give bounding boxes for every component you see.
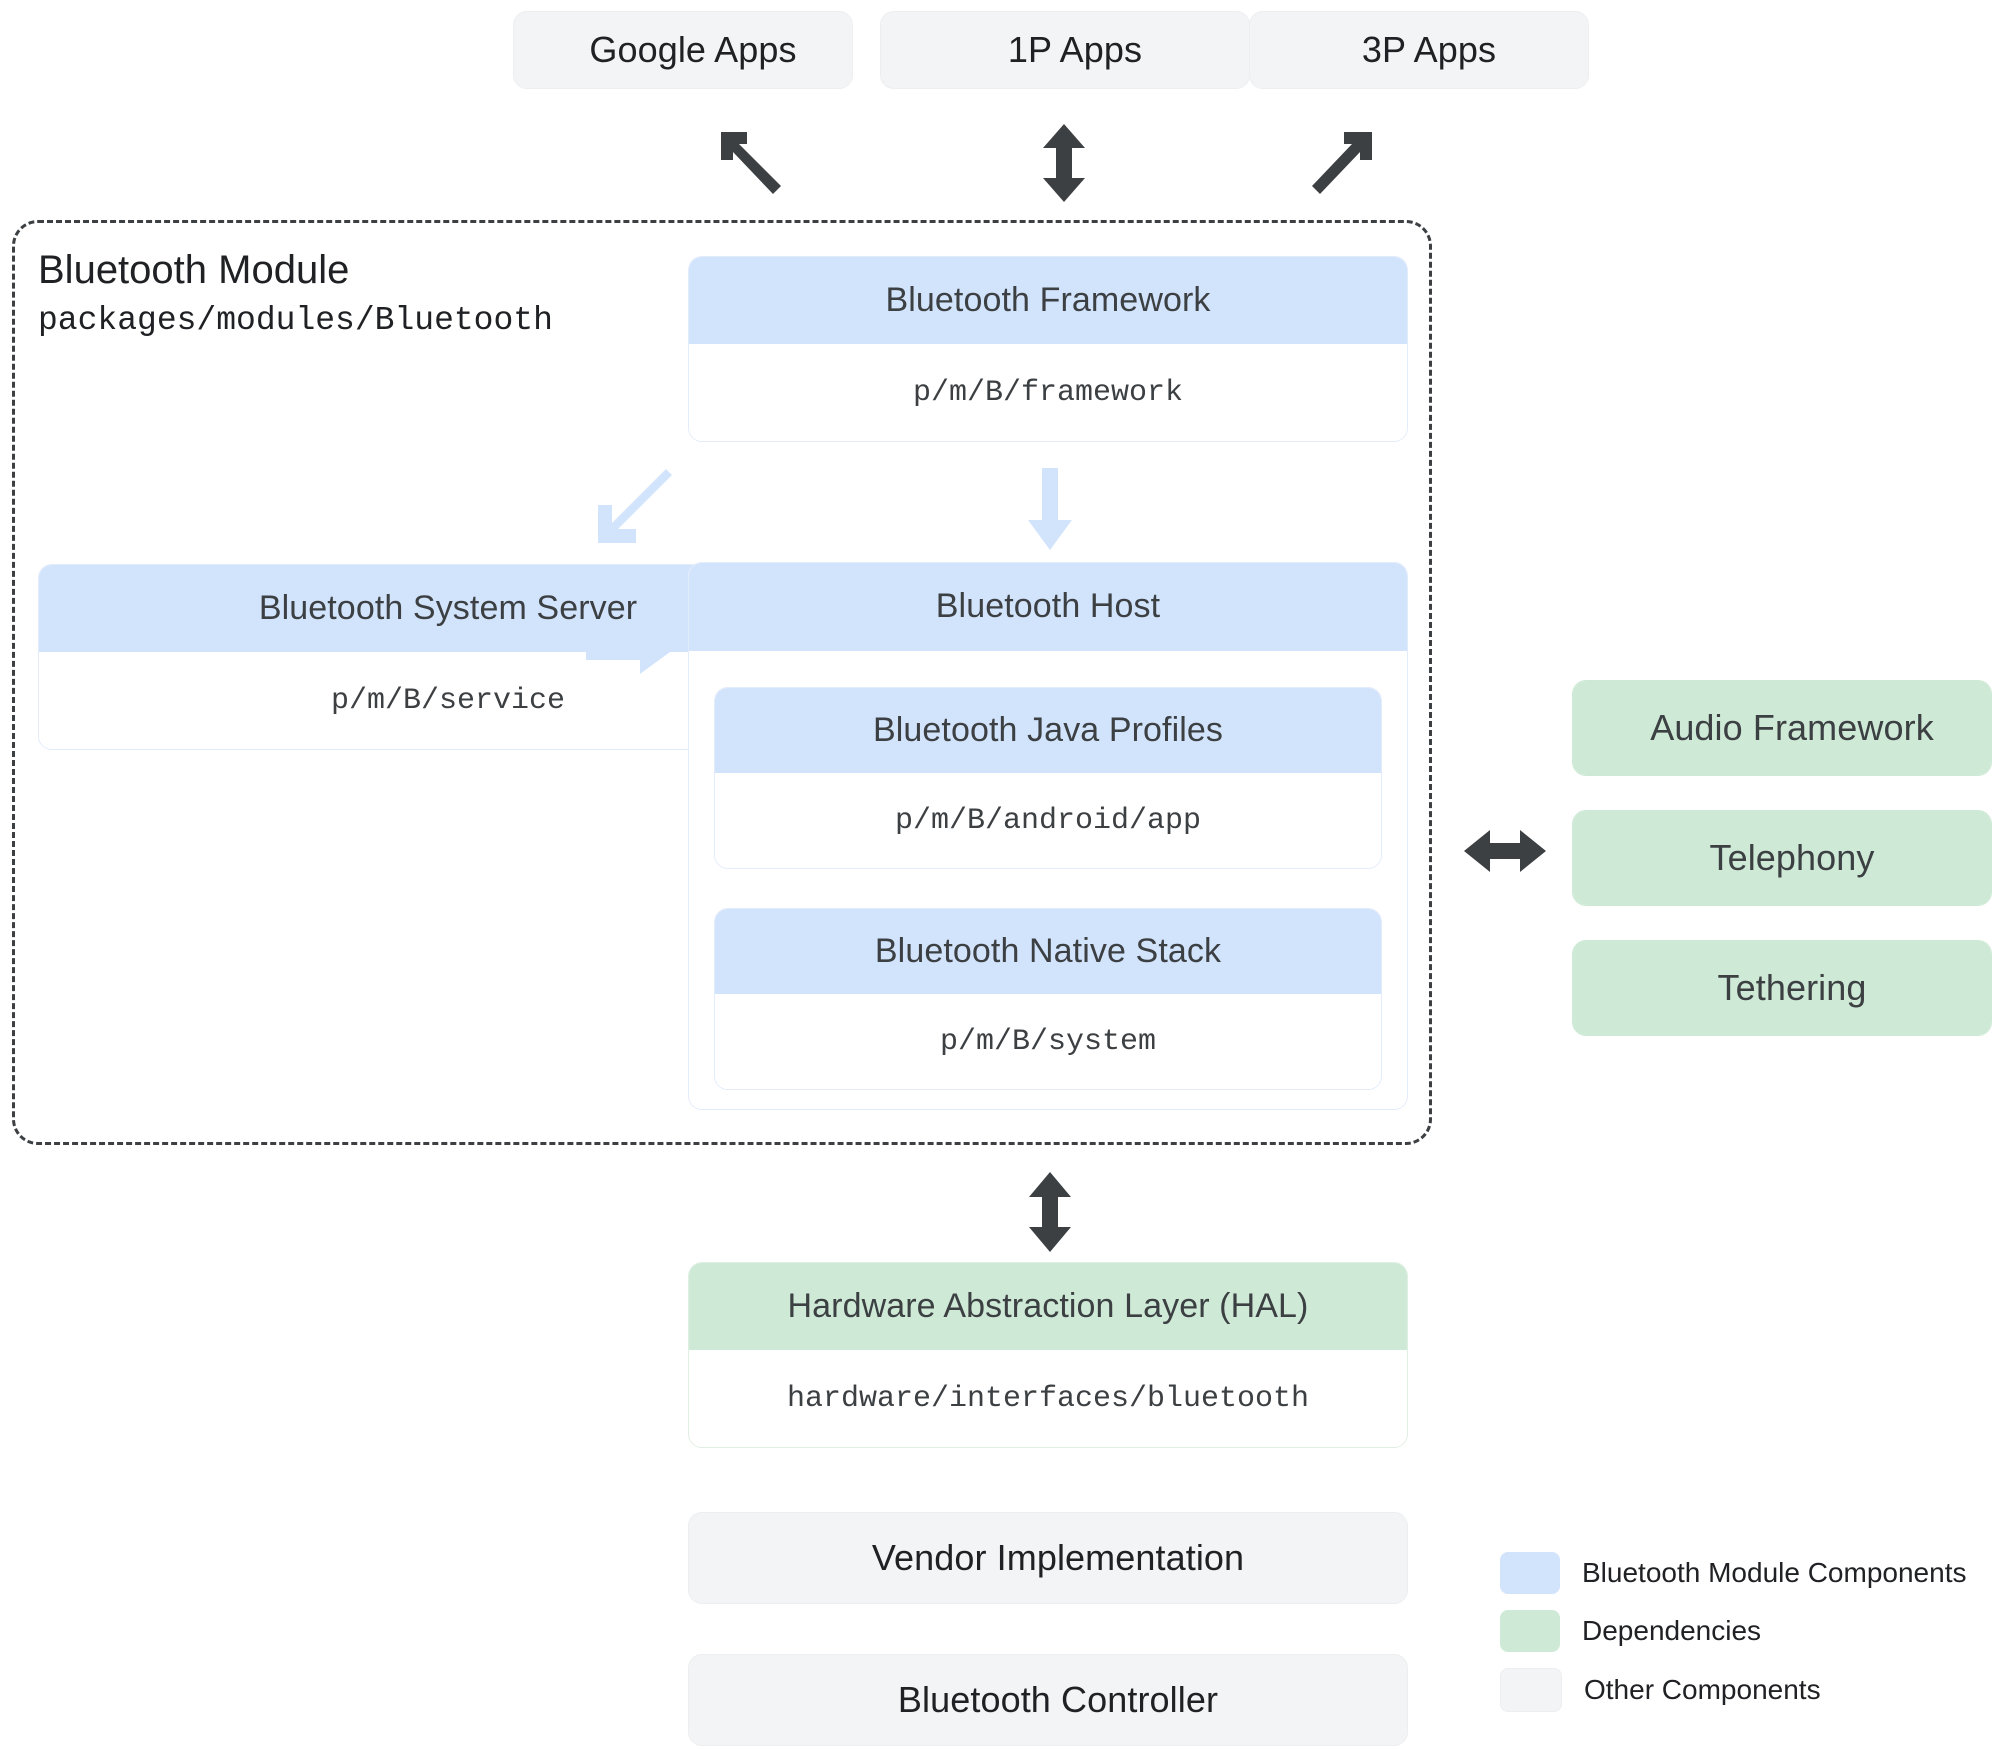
box-title: Vendor Implementation [871, 1537, 1245, 1578]
legend-label: Other Components [1584, 1674, 1821, 1705]
app-box-label: Google Apps [589, 29, 797, 70]
box-vendor-implementation[interactable]: Vendor Implementation [688, 1512, 1408, 1604]
arrow-3p-apps-to-module [1308, 127, 1378, 197]
box-bluetooth-java-profiles[interactable]: Bluetooth Java Profiles p/m/B/android/ap… [714, 687, 1382, 869]
box-title: Bluetooth Host [689, 563, 1407, 651]
app-box-google-apps[interactable]: Google Apps [513, 11, 853, 89]
app-box-1p-apps[interactable]: 1P Apps [880, 11, 1250, 89]
box-bluetooth-native-stack[interactable]: Bluetooth Native Stack p/m/B/system [714, 908, 1382, 1090]
box-title: Bluetooth Native Stack [715, 909, 1381, 995]
box-title: Bluetooth Java Profiles [715, 688, 1381, 774]
legend-label: Bluetooth Module Components [1582, 1557, 1967, 1588]
box-title: Bluetooth Controller [897, 1679, 1219, 1720]
arrow-1p-apps-to-module [1041, 124, 1087, 202]
arrow-system-server-to-host [586, 630, 670, 674]
box-bluetooth-framework[interactable]: Bluetooth Framework p/m/B/framework [688, 256, 1408, 442]
box-path: p/m/B/android/app [715, 773, 1381, 868]
app-box-label: 1P Apps [1007, 29, 1143, 70]
arrow-host-to-dependencies [1464, 828, 1546, 874]
arrow-module-to-hal [1027, 1172, 1073, 1252]
box-bluetooth-controller[interactable]: Bluetooth Controller [688, 1654, 1408, 1746]
box-telephony[interactable]: Telephony [1572, 810, 1992, 906]
bluetooth-module-container [12, 220, 1432, 1145]
box-title: Bluetooth Framework [689, 257, 1407, 345]
legend: Bluetooth Module Components Dependencies… [1500, 1552, 1966, 1712]
box-title: Tethering [1573, 941, 1991, 1035]
box-audio-framework[interactable]: Audio Framework [1572, 680, 1992, 776]
box-title: Telephony [1573, 811, 1991, 905]
legend-item-dependencies: Dependencies [1500, 1610, 1966, 1652]
arrow-framework-to-host [1028, 468, 1072, 550]
box-title: Hardware Abstraction Layer (HAL) [689, 1263, 1407, 1351]
app-box-3p-apps[interactable]: 3P Apps [1249, 11, 1589, 89]
box-path: p/m/B/system [715, 994, 1381, 1089]
arrow-framework-to-system-server [595, 466, 675, 546]
box-path: hardware/interfaces/bluetooth [689, 1350, 1407, 1447]
module-path: packages/modules/Bluetooth [38, 302, 553, 339]
legend-swatch-gray [1500, 1668, 1562, 1712]
app-box-label: 3P Apps [1361, 29, 1497, 70]
legend-swatch-blue [1500, 1552, 1560, 1594]
box-title: Audio Framework [1573, 681, 1991, 775]
box-tethering[interactable]: Tethering [1572, 940, 1992, 1036]
arrow-google-apps-to-module [718, 127, 788, 197]
legend-swatch-green [1500, 1610, 1560, 1652]
module-title: Bluetooth Module [38, 248, 350, 292]
box-path: p/m/B/framework [689, 344, 1407, 441]
box-hardware-abstraction-layer[interactable]: Hardware Abstraction Layer (HAL) hardwar… [688, 1262, 1408, 1448]
legend-label: Dependencies [1582, 1615, 1762, 1646]
legend-item-module-components: Bluetooth Module Components [1500, 1552, 1966, 1594]
legend-item-other-components: Other Components [1500, 1668, 1966, 1712]
